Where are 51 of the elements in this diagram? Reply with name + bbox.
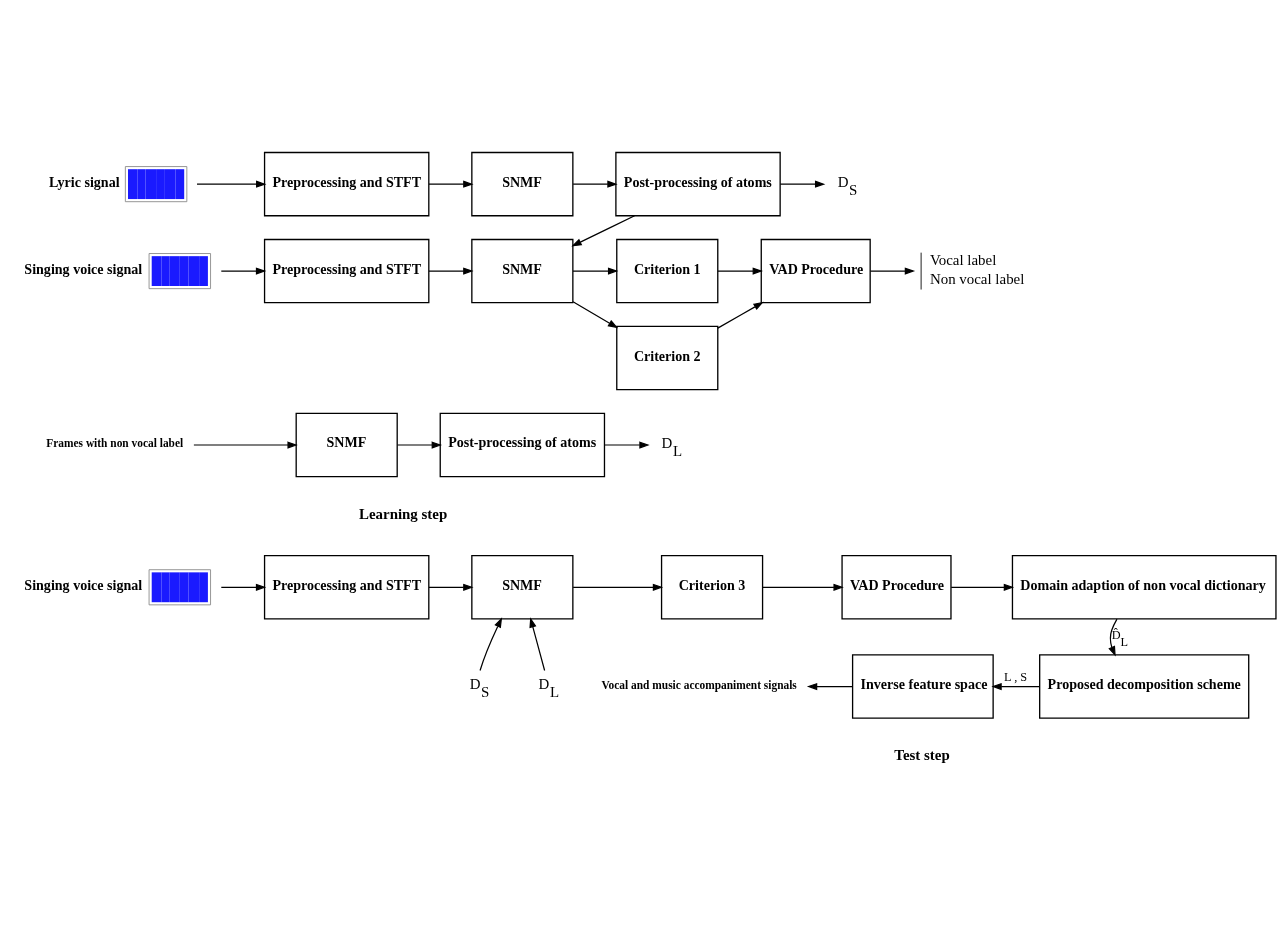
arrow [220,583,267,591]
arrow [950,583,1015,591]
node-box: VAD Procedure [841,554,952,620]
node-box: Preprocessing and STFT [263,554,430,620]
arrow [220,266,267,275]
arrow [396,440,442,449]
arrow [779,180,826,188]
arrow [869,266,916,275]
node-label: Singing voice signal [24,576,143,593]
node-box: Post-processing of atoms [615,151,781,216]
arrow [428,180,474,188]
node-box: Post-processing of atoms [439,412,606,477]
label: Learning step [358,505,448,522]
node-box: SNMF [471,151,574,216]
arrow [1108,618,1118,657]
arrow [479,616,503,671]
arrow [572,300,619,328]
arrow [991,682,1040,690]
node-box: Proposed decomposition scheme [1039,653,1250,719]
edge-label: L , S [1004,669,1028,684]
node-text: Vocal label Non vocal label [929,251,1025,287]
node-box: Preprocessing and STFT [263,151,430,216]
arrow [762,583,844,591]
arrow [603,440,650,449]
label: Test step [894,746,950,763]
node-box: Criterion 3 [660,554,764,620]
arrow [428,583,474,591]
arrow [717,301,764,329]
node-box: Domain adaption of non vocal dictionary [1011,554,1277,620]
arrow [529,616,546,671]
arrow [806,682,854,690]
node-text: Frames with non vocal label [46,436,184,449]
arrow [571,214,636,246]
node-label: Lyric signal [48,173,120,190]
arrow [717,266,763,275]
node-box: SNMF [295,412,398,477]
node-text: Vocal and music accompaniment signals [601,678,797,691]
node-box: Preprocessing and STFT [263,238,430,303]
arrow [572,583,664,591]
arrow [193,440,298,449]
arrow [196,180,267,188]
node-box: VAD Procedure [760,238,871,303]
node-box: SNMF [471,554,574,620]
node-label: Singing voice signal [24,260,143,277]
node-box: Criterion 2 [616,325,719,390]
arrow [572,180,618,188]
node-box: Criterion 1 [616,238,719,303]
node-box: Inverse feature space [851,653,994,719]
arrow [428,266,474,275]
arrow [572,266,619,275]
node-box: SNMF [471,238,574,303]
